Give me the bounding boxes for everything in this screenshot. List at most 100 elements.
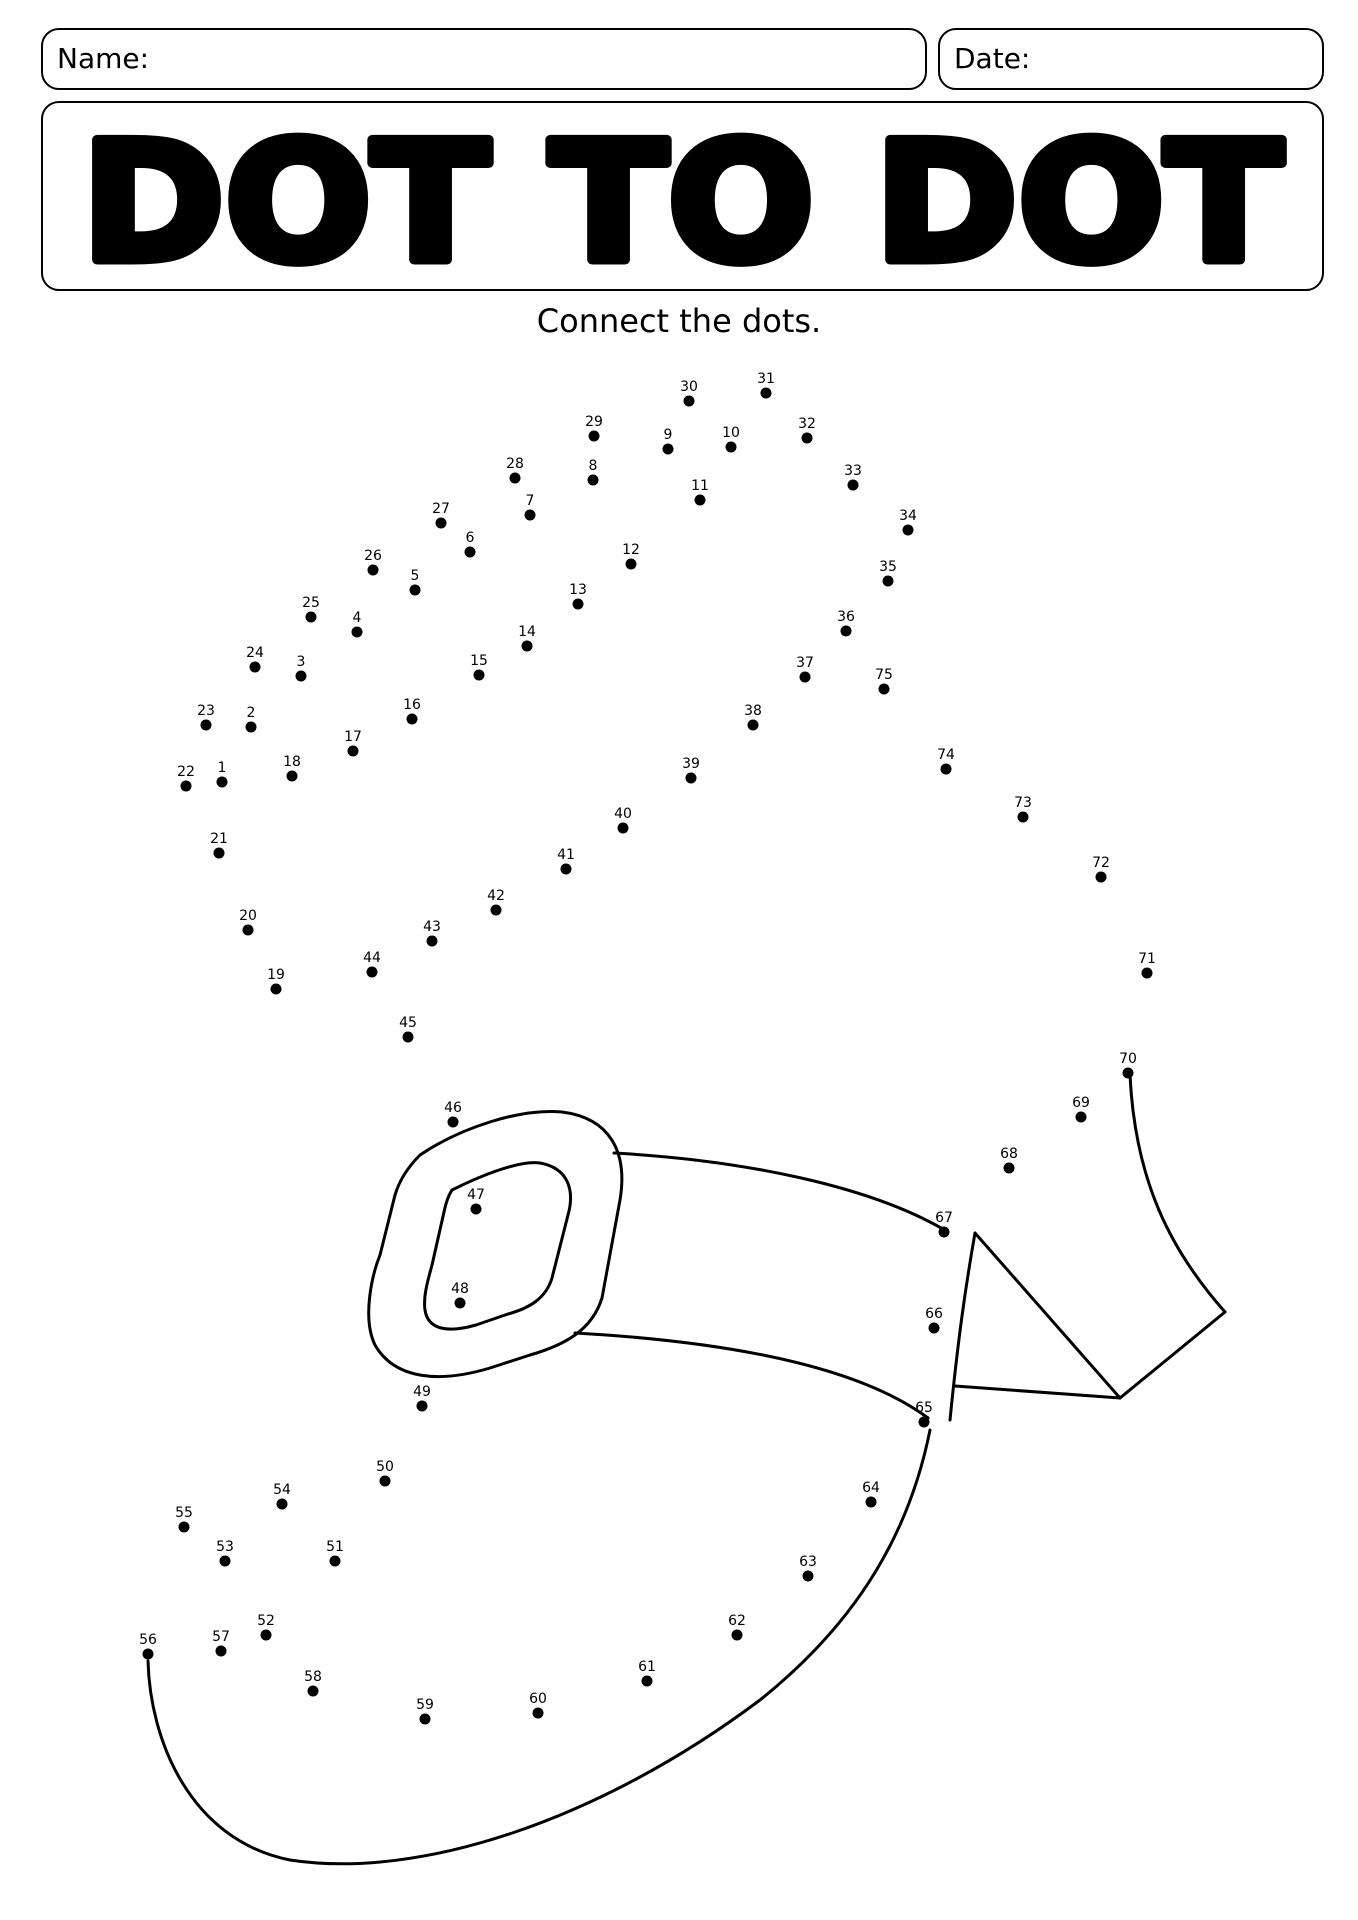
dot-marker[interactable] xyxy=(351,626,363,638)
dot-marker[interactable] xyxy=(347,745,359,757)
dot-28: 28 xyxy=(506,456,524,484)
dot-marker[interactable] xyxy=(200,719,212,731)
dot-marker[interactable] xyxy=(454,1297,466,1309)
dot-marker[interactable] xyxy=(1095,871,1107,883)
dot-marker[interactable] xyxy=(840,625,852,637)
dot-marker[interactable] xyxy=(178,1521,190,1533)
dot-marker[interactable] xyxy=(409,584,421,596)
dot-marker[interactable] xyxy=(490,904,502,916)
dot-marker[interactable] xyxy=(865,1496,877,1508)
dot-number-label: 17 xyxy=(344,729,362,745)
dot-marker[interactable] xyxy=(560,863,572,875)
dot-marker[interactable] xyxy=(473,669,485,681)
dot-marker[interactable] xyxy=(747,719,759,731)
dot-marker[interactable] xyxy=(1017,811,1029,823)
dot-marker[interactable] xyxy=(213,847,225,859)
dot-marker[interactable] xyxy=(402,1031,414,1043)
dot-number-label: 58 xyxy=(304,1669,322,1685)
dot-marker[interactable] xyxy=(940,763,952,775)
dot-number-label: 8 xyxy=(589,458,598,474)
dot-marker[interactable] xyxy=(588,430,600,442)
dot-marker[interactable] xyxy=(938,1226,950,1238)
dot-marker[interactable] xyxy=(419,1713,431,1725)
dot-number-label: 53 xyxy=(216,1539,234,1555)
dot-marker[interactable] xyxy=(878,683,890,695)
dot-number-label: 29 xyxy=(585,414,603,430)
dot-marker[interactable] xyxy=(215,1645,227,1657)
dot-marker[interactable] xyxy=(760,387,772,399)
dot-marker[interactable] xyxy=(216,776,228,788)
dot-marker[interactable] xyxy=(305,611,317,623)
dot-marker[interactable] xyxy=(464,546,476,558)
dot-marker[interactable] xyxy=(219,1555,231,1567)
dot-marker[interactable] xyxy=(366,966,378,978)
dot-number-label: 23 xyxy=(197,703,215,719)
dot-number-label: 21 xyxy=(210,831,228,847)
dot-marker[interactable] xyxy=(379,1475,391,1487)
dot-marker[interactable] xyxy=(416,1400,428,1412)
dot-10: 10 xyxy=(722,425,740,453)
dot-marker[interactable] xyxy=(447,1116,459,1128)
dot-marker[interactable] xyxy=(532,1707,544,1719)
dot-marker[interactable] xyxy=(641,1675,653,1687)
dot-marker[interactable] xyxy=(625,558,637,570)
dot-number-label: 9 xyxy=(664,427,673,443)
dot-marker[interactable] xyxy=(617,822,629,834)
dot-marker[interactable] xyxy=(918,1416,930,1428)
dot-marker[interactable] xyxy=(406,713,418,725)
dot-marker[interactable] xyxy=(683,395,695,407)
dot-marker[interactable] xyxy=(180,780,192,792)
dot-marker[interactable] xyxy=(902,524,914,536)
date-input[interactable] xyxy=(1040,36,1308,82)
dot-marker[interactable] xyxy=(435,517,447,529)
dot-marker[interactable] xyxy=(662,443,674,455)
dot-marker[interactable] xyxy=(694,494,706,506)
dot-marker[interactable] xyxy=(847,479,859,491)
dot-number-label: 74 xyxy=(937,747,955,763)
dot-marker[interactable] xyxy=(142,1648,154,1660)
dot-number-label: 69 xyxy=(1072,1095,1090,1111)
dot-marker[interactable] xyxy=(524,509,536,521)
dot-marker[interactable] xyxy=(1003,1162,1015,1174)
dot-marker[interactable] xyxy=(245,721,257,733)
dot-number-label: 54 xyxy=(273,1482,291,1498)
dot-marker[interactable] xyxy=(307,1685,319,1697)
dot-marker[interactable] xyxy=(295,670,307,682)
dot-marker[interactable] xyxy=(1141,967,1153,979)
dot-marker[interactable] xyxy=(1075,1111,1087,1123)
dot-36: 36 xyxy=(837,609,855,637)
dot-marker[interactable] xyxy=(260,1629,272,1641)
dot-number-label: 57 xyxy=(212,1629,230,1645)
dot-marker[interactable] xyxy=(802,1570,814,1582)
dot-65: 65 xyxy=(915,1400,933,1428)
dot-32: 32 xyxy=(798,416,816,444)
dot-marker[interactable] xyxy=(928,1322,940,1334)
dot-marker[interactable] xyxy=(426,935,438,947)
dot-marker[interactable] xyxy=(799,671,811,683)
dot-marker[interactable] xyxy=(367,564,379,576)
dot-marker[interactable] xyxy=(470,1203,482,1215)
name-input[interactable] xyxy=(153,36,911,82)
dot-number-label: 43 xyxy=(423,919,441,935)
dot-marker[interactable] xyxy=(587,474,599,486)
dot-marker[interactable] xyxy=(801,432,813,444)
dot-marker[interactable] xyxy=(249,661,261,673)
dot-marker[interactable] xyxy=(685,772,697,784)
dot-number-label: 51 xyxy=(326,1539,344,1555)
dot-29: 29 xyxy=(585,414,603,442)
dot-marker[interactable] xyxy=(286,770,298,782)
dot-marker[interactable] xyxy=(572,598,584,610)
dot-marker[interactable] xyxy=(329,1555,341,1567)
dot-46: 46 xyxy=(444,1100,462,1128)
dot-marker[interactable] xyxy=(1122,1067,1134,1079)
dot-39: 39 xyxy=(682,756,700,784)
dot-marker[interactable] xyxy=(509,472,521,484)
dot-51: 51 xyxy=(326,1539,344,1567)
dot-marker[interactable] xyxy=(882,575,894,587)
dot-marker[interactable] xyxy=(242,924,254,936)
dot-marker[interactable] xyxy=(731,1629,743,1641)
dot-marker[interactable] xyxy=(276,1498,288,1510)
dot-marker[interactable] xyxy=(521,640,533,652)
dot-marker[interactable] xyxy=(725,441,737,453)
dot-marker[interactable] xyxy=(270,983,282,995)
